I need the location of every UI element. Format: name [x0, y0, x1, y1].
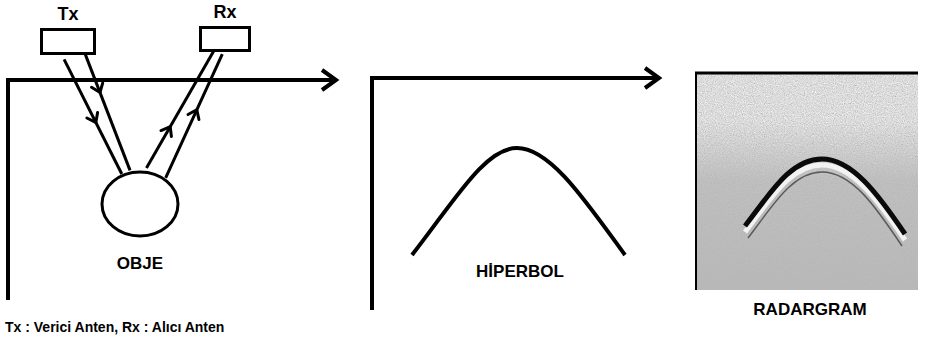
- ray-arrowhead: [87, 113, 98, 123]
- ray-line: [64, 59, 122, 174]
- ray-connector: [146, 50, 222, 178]
- antenna-shape: [40, 28, 96, 55]
- radargram-image: [695, 72, 918, 290]
- radargram-label: RADARGRAM: [753, 300, 866, 320]
- node-label: Rx: [213, 2, 236, 23]
- hyperbola-axis: [372, 68, 659, 310]
- ray-connector: [64, 51, 130, 174]
- antenna-box: Tx: [40, 4, 96, 55]
- ray-arrowhead: [188, 110, 199, 120]
- node-label: Tx: [57, 4, 78, 25]
- ray-arrowhead: [161, 127, 171, 137]
- ground-axis: [8, 70, 336, 300]
- antenna-shape: [199, 26, 251, 52]
- object-ellipse: OBJE: [100, 170, 180, 274]
- node-label: OBJE: [117, 254, 163, 274]
- hyperbola-label: HİPERBOL: [476, 262, 564, 282]
- ray-line: [146, 50, 214, 168]
- object-shape: [100, 170, 180, 238]
- ray-arrowhead: [92, 83, 103, 93]
- ray-line: [166, 54, 223, 178]
- hyperbola-curve: [412, 148, 625, 255]
- antenna-legend-note: Tx : Verici Anten, Rx : Alıcı Anten: [5, 319, 224, 335]
- antenna-box: Rx: [199, 2, 251, 52]
